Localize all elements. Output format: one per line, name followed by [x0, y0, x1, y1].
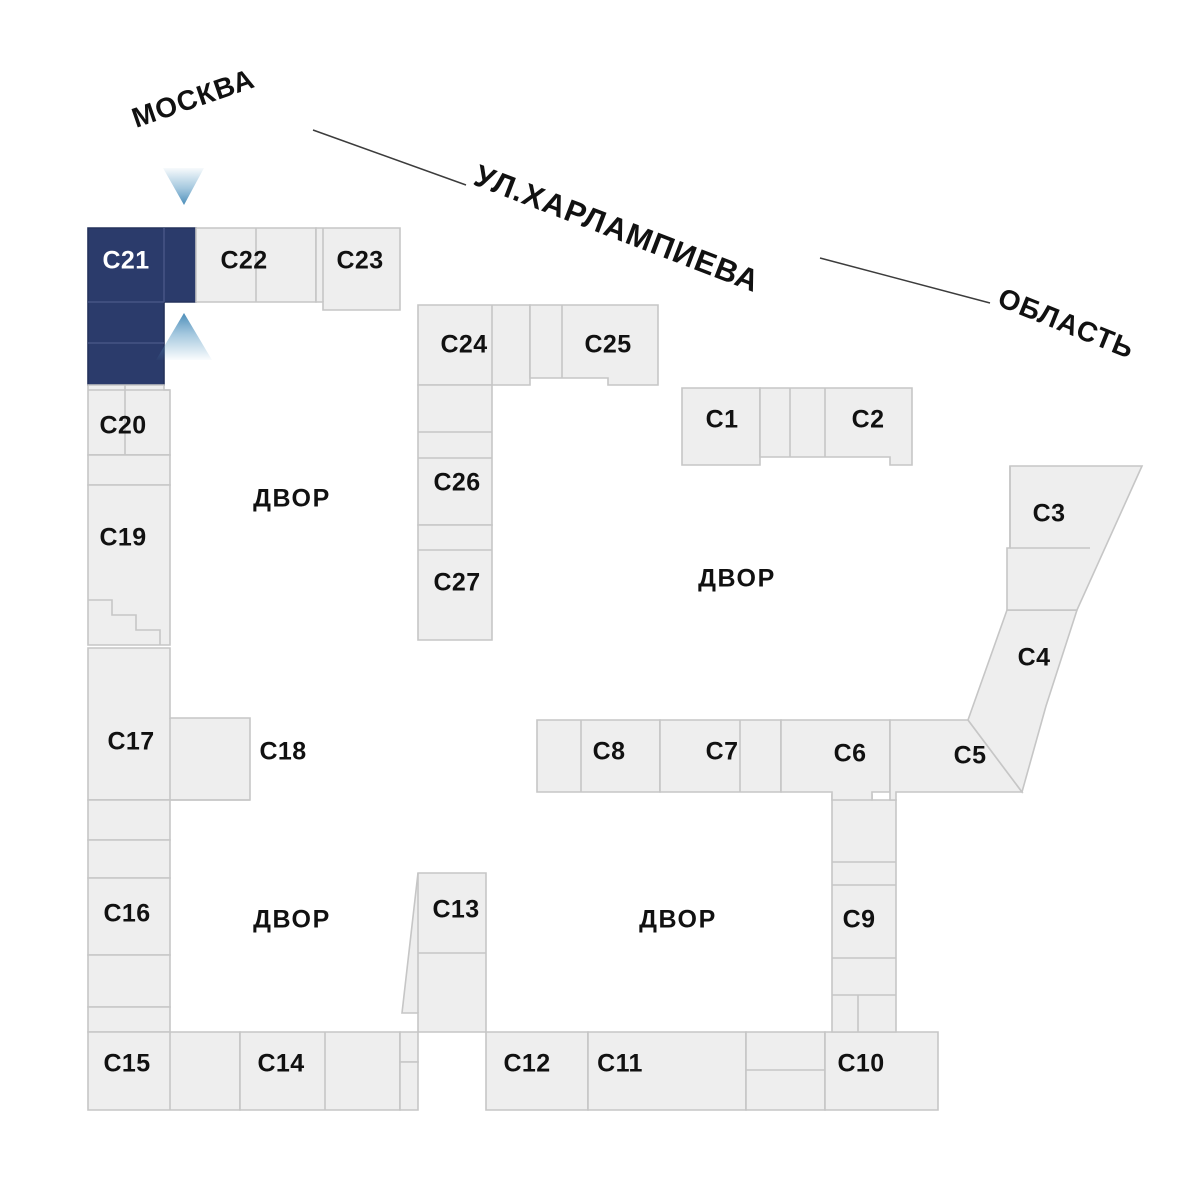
building-C17[interactable]	[87, 647, 251, 801]
building-C9[interactable]	[831, 794, 897, 1033]
building-label-C6: C6	[834, 740, 867, 768]
building-C27[interactable]	[417, 524, 493, 641]
building-label-C3: C3	[1033, 500, 1066, 528]
building-C3[interactable]	[1006, 465, 1144, 611]
building-C10[interactable]	[824, 1031, 939, 1111]
building-label-C4: C4	[1018, 644, 1051, 672]
leader-line-moscow	[312, 129, 467, 186]
wall-segment-s3[interactable]	[745, 1031, 826, 1111]
building-label-C26: C26	[433, 469, 480, 497]
leader-line-region	[819, 257, 991, 304]
building-C22[interactable]	[195, 227, 317, 303]
building-label-C13: C13	[432, 896, 479, 924]
yard-label-ne: ДВОР	[698, 565, 776, 593]
building-label-C20: C20	[99, 412, 146, 440]
building-label-C23: C23	[336, 247, 383, 275]
building-label-C18: C18	[259, 738, 306, 766]
building-label-C5: C5	[954, 742, 987, 770]
yard-label-se: ДВОР	[639, 906, 717, 934]
building-label-C16: C16	[103, 900, 150, 928]
building-C19[interactable]	[87, 484, 171, 646]
building-label-C27: C27	[433, 569, 480, 597]
building-label-C17: C17	[107, 728, 154, 756]
wall-segment-w4[interactable]	[87, 954, 171, 1008]
yard-label-nw: ДВОР	[253, 485, 331, 513]
building-label-C1: C1	[706, 406, 739, 434]
wall-segment-s2[interactable]	[399, 1061, 419, 1111]
building-C25[interactable]	[529, 304, 659, 386]
building-label-C22: C22	[220, 247, 267, 275]
building-C26[interactable]	[417, 384, 493, 526]
wall-segment-w2[interactable]	[87, 799, 171, 841]
building-label-C15: C15	[103, 1050, 150, 1078]
building-label-C9: C9	[843, 906, 876, 934]
building-label-C21: C21	[102, 247, 149, 275]
street-label: УЛ.ХАРЛАМПИЕВА	[469, 158, 764, 299]
building-C1[interactable]	[681, 387, 761, 466]
building-label-C12: C12	[503, 1050, 550, 1078]
yard-label-sw: ДВОР	[253, 906, 331, 934]
direction-label-region: ОБЛАСТЬ	[994, 282, 1139, 365]
building-C24[interactable]	[417, 304, 531, 386]
building-C2[interactable]	[759, 387, 913, 466]
building-label-C19: C19	[99, 524, 146, 552]
building-label-C7: C7	[706, 738, 739, 766]
building-label-C10: C10	[837, 1050, 884, 1078]
wall-segment-w3[interactable]	[87, 839, 171, 879]
wall-segment-w5[interactable]	[87, 1006, 171, 1033]
building-label-C2: C2	[852, 406, 885, 434]
building-label-C25: C25	[584, 331, 631, 359]
wall-segment-s1[interactable]	[399, 1031, 419, 1063]
building-label-C8: C8	[593, 738, 626, 766]
direction-label-moscow: МОСКВА	[128, 63, 259, 134]
wall-segment-w1[interactable]	[87, 454, 171, 486]
building-label-C24: C24	[440, 331, 487, 359]
arrow-down-icon	[163, 168, 204, 205]
building-C23[interactable]	[315, 227, 401, 311]
building-label-C14: C14	[257, 1050, 304, 1078]
building-label-C11: C11	[597, 1050, 643, 1078]
arrow-up-icon	[156, 313, 212, 360]
